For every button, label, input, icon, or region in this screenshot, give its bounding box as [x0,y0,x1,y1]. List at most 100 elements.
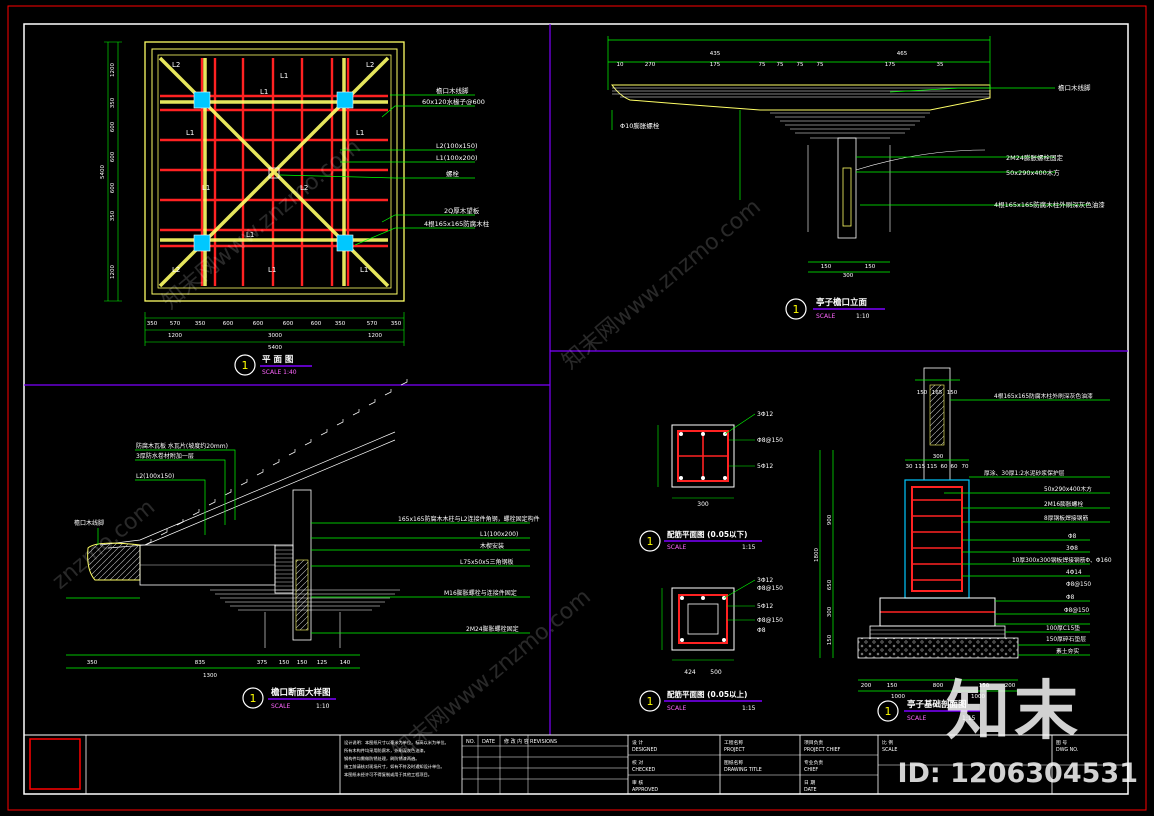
plan-label: 檐口木线脚 [436,86,469,95]
tb-cell: DESIGNED [632,747,658,753]
elev-label: 2M24膨胀螺栓固定 [1006,153,1064,162]
plan-title: 1 平 面 图 SCALE 1:40 [234,354,312,376]
dim-value: 140 [340,660,351,666]
eave-elevation-drawing [611,84,991,239]
tb-cell: 工程名称 [724,739,743,746]
tb-cell: 比 例 [882,739,893,746]
title-block-header: NO. DATE REVISIONS 修 改 内 容 [466,738,557,745]
dim-value: 350 [87,660,98,666]
title-block [24,734,1128,794]
eave-section-dims: 350 835 375 150 150 125 140 1300 [87,660,351,679]
drawing-ratio: 1:15 [962,715,976,722]
tb-cell: CHIEF [804,767,818,773]
section-label: 2M24膨胀螺栓固定 [466,625,519,633]
dim-value: 350 [110,97,116,108]
eave-section-drawing [87,379,408,648]
foundation-label: Φ8 [1068,534,1077,540]
drawing-number: 1 [647,695,654,708]
beam-tag: L2 [300,184,308,192]
section-label: L2(100x150) [136,473,174,480]
drawing-title: 平 面 图 [262,355,293,365]
beam-tag: L1 [268,266,276,274]
dim-value: 600 [253,321,264,327]
foundation-label: Φ8 [1066,595,1075,601]
eave-section-leaders [66,449,530,669]
drawing-ratio: 1:15 [742,705,756,712]
dim-value: 350 [110,210,116,221]
tb-note: 所有木构件均采用防腐木，外刷深灰色油漆。 [344,747,428,754]
tb-cell: 专业负责 [804,759,823,766]
foundation-label: 2M16膨胀螺栓 [1044,500,1083,508]
foundation-label: 50x290x400木方 [1044,485,1092,493]
tb-note: 施工前请核对现场尺寸，如有不符及时通知设计单位。 [344,763,445,770]
beam-tag: L1 [360,266,368,274]
tb-cell: 日 期 [804,780,815,786]
plan-labels: 檐口木线脚 60x120水椽子@600 L2(100x150) L1(100x2… [422,86,490,228]
plan-beam-tags: L2 L1 L1 L2 L1 L1 L1 L2 L1 L2 L1 L1 [172,61,374,274]
drawing-ratio: 1:15 [742,544,756,551]
dim-value: 5400 [100,165,106,179]
inner-frame [23,23,1129,795]
dim-value: 300 [843,273,854,279]
dim-value: 75 [797,62,804,68]
drawing-number: 1 [647,535,654,548]
dim-value: 165 [932,390,943,396]
dim-value: 300 [933,454,944,460]
drawing-ratio: 1:10 [316,703,330,710]
dim-value: 10 [617,62,624,68]
foundation-label: 4根165x165防腐木柱外刷深灰色油漆 [994,392,1093,400]
dim-value: 30 [906,464,913,470]
tb-cell: 校 对 [632,759,643,766]
tb-cell: 审 核 [632,779,643,786]
dim-value: 150 [279,660,290,666]
foundation-leaders [819,379,1110,692]
outer-frame [7,5,1147,811]
section-label: L75x50x5三角钢板 [460,558,514,566]
dim-value: 35 [937,62,944,68]
dim-value: 300 [827,606,833,617]
drawing-title: 配筋平面图 (0.05以上) [667,689,747,699]
drawing-number: 1 [250,692,257,705]
plan-label: 4根165x165防腐木柱 [424,219,490,228]
dim-value: 600 [110,151,116,162]
rebar-label: 3Φ12 [757,577,773,584]
dim-value: 1800 [814,548,820,562]
drawing-title: 亭子基础剖面图 [907,699,967,710]
tb-cell: 项目负责 [804,739,823,746]
drawing-number: 1 [793,303,800,316]
brand-watermark: 知末 [946,675,1082,749]
dim-value: 150 [947,390,958,396]
eave-elevation-labels: 檐口木线脚 2M24膨胀螺栓固定 50x290x400木方 4根165x165防… [620,83,1105,209]
plan-label: 螺栓 [446,169,460,178]
dim-value: 465 [897,51,908,57]
dim-value: 435 [710,51,721,57]
elev-label: 50x290x400木方 [1006,168,1060,177]
beam-tag: L1 [246,231,254,239]
beam-tag: L2 [172,266,180,274]
dim-value: 1200 [110,265,116,279]
tb-cell: DATE [804,787,816,793]
eave-section-labels: 防腐木瓦板 水瓦片(坡度约20mm) 3厚防水卷材附加一层 L2(100x150… [74,442,540,633]
dim-value: 115 [927,464,938,470]
dim-value: 270 [645,62,656,68]
plan-label: L2(100x150) [436,142,478,150]
title-block-notes: 设计说明：本图纸尺寸以毫米为单位，标高以米为单位。 所有木构件均采用防腐木，外刷… [344,739,449,778]
foundation-label: 8厚钢板焊接钢筋 [1044,514,1088,522]
elev-label: 4根165x165防腐木柱外刷深灰色油漆 [994,200,1105,209]
dim-value: 75 [777,62,784,68]
tb-cell: PROJECT CHIEF [804,747,841,753]
dim-value: 150 [917,390,928,396]
rebar-label: Φ8@150 [757,437,783,444]
tb-header: DATE [482,739,495,745]
foundation-label: 150厚碎石垫层 [1046,635,1086,643]
dim-value: 125 [317,660,328,666]
dim-value: 150 [979,683,990,689]
dim-value: 600 [110,182,116,193]
tb-cell: 图纸名称 [724,759,743,766]
foundation-label: 3Φ8 [1066,546,1078,552]
foundation-label: 100厚C15垫 [1046,624,1080,632]
section-label: 防腐木瓦板 水瓦片(坡度约20mm) [136,442,228,450]
section-label: 檐口木线脚 [74,519,104,527]
drawing-scale: SCALE [667,544,686,551]
column-plan-low-labels: 3Φ12 Φ8@150 5Φ12 300 [697,411,783,508]
